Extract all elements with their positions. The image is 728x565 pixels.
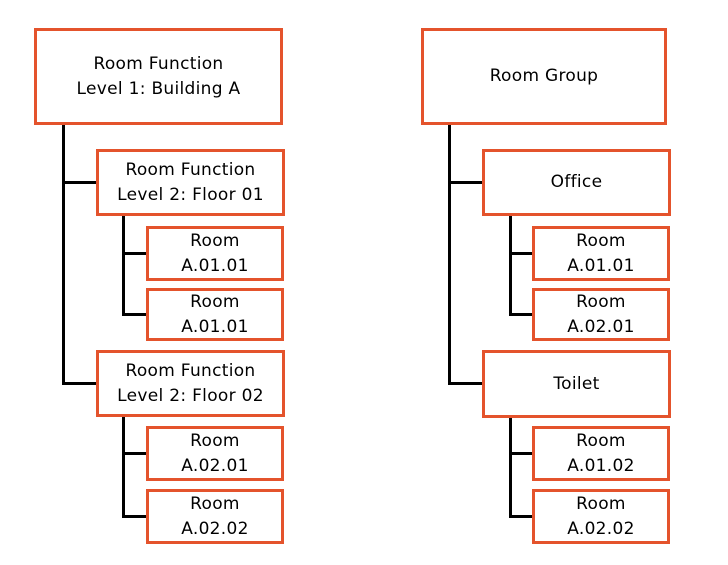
connector-office-branch-room2 (509, 313, 532, 316)
connector-office-branch-room1 (509, 252, 532, 255)
node-toilet-room-a0202: Room A.02.02 (532, 489, 670, 544)
node-floor02-room-a0201: Room A.02.01 (146, 426, 284, 481)
connector-floor02-branch-room1 (122, 452, 146, 455)
connector-floor01-branch-room2 (122, 313, 146, 316)
node-office-room-a0201: Room A.02.01 (532, 288, 670, 341)
connector-floor01-trunk (122, 216, 125, 316)
node-room-group: Room Group (421, 28, 667, 125)
connector-floor02-trunk (122, 417, 125, 518)
connector-toilet-branch-room2 (509, 515, 532, 518)
connector-toilet-trunk (509, 418, 512, 518)
connector-toilet-branch-room1 (509, 452, 532, 455)
node-office: Office (482, 149, 671, 216)
node-floor01-room-a0101-second: Room A.01.01 (146, 288, 284, 341)
connector-left-branch-floor02 (62, 382, 96, 385)
connector-right-branch-toilet (448, 382, 482, 385)
node-toilet: Toilet (482, 350, 671, 418)
connector-floor01-branch-room1 (122, 252, 146, 255)
node-toilet-room-a0102: Room A.01.02 (532, 426, 670, 481)
connector-office-trunk (509, 216, 512, 316)
node-office-room-a0101: Room A.01.01 (532, 226, 670, 281)
node-room-function-level2-floor01: Room Function Level 2: Floor 01 (96, 149, 285, 216)
node-floor02-room-a0202: Room A.02.02 (146, 489, 284, 544)
node-room-function-level2-floor02: Room Function Level 2: Floor 02 (96, 350, 285, 417)
node-room-function-level1-building-a: Room Function Level 1: Building A (34, 28, 283, 125)
connector-right-trunk (448, 125, 451, 385)
connector-left-branch-floor01 (62, 181, 96, 184)
node-floor01-room-a0101-first: Room A.01.01 (146, 226, 284, 281)
connector-right-branch-office (448, 181, 482, 184)
connector-floor02-branch-room2 (122, 515, 146, 518)
connector-left-trunk (62, 125, 65, 385)
